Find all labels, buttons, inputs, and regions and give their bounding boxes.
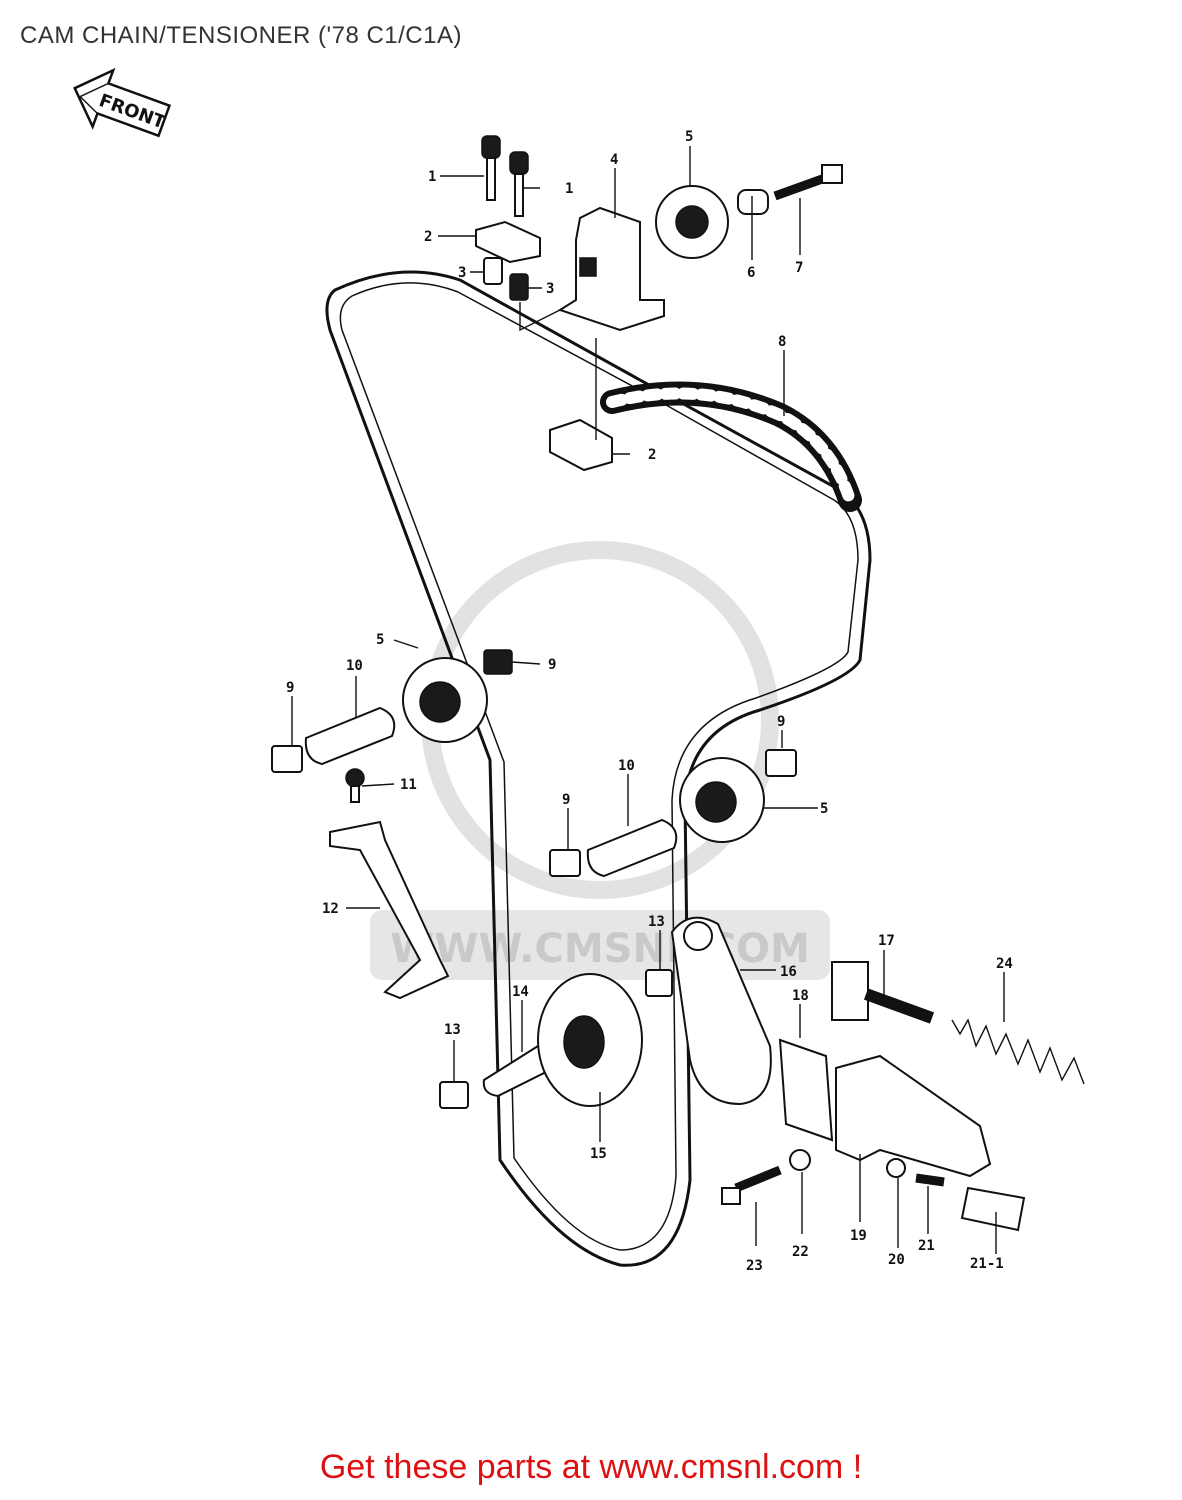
cam-chain bbox=[600, 381, 862, 512]
callout-3-right: 3 bbox=[546, 281, 554, 297]
callout-24: 24 bbox=[996, 956, 1013, 972]
bolt-21 bbox=[915, 1173, 945, 1187]
damper-9-a bbox=[483, 649, 513, 675]
damper-9-d bbox=[549, 849, 581, 877]
guide-10-right bbox=[586, 818, 678, 878]
callout-9-a: 9 bbox=[548, 657, 556, 673]
callout-13-a: 13 bbox=[648, 914, 665, 930]
callout-10-right: 10 bbox=[618, 758, 635, 774]
guide-10-left bbox=[304, 706, 396, 766]
callout-20: 20 bbox=[888, 1252, 905, 1268]
damper-13-a bbox=[645, 969, 673, 997]
callout-2-top: 2 bbox=[424, 229, 432, 245]
damper-9-c bbox=[765, 749, 797, 777]
callout-13-b: 13 bbox=[444, 1022, 461, 1038]
callout-5-left: 5 bbox=[376, 632, 384, 648]
get-parts-link[interactable]: Get these parts at www.cmsnl.com ! bbox=[319, 1448, 863, 1486]
collar-3-left bbox=[483, 257, 503, 285]
screw-11 bbox=[345, 768, 365, 803]
tensioner-pulley-15 bbox=[537, 973, 643, 1107]
page-title: CAM CHAIN/TENSIONER ('78 C1/C1A) bbox=[20, 22, 462, 49]
plate-2-top bbox=[475, 220, 541, 264]
guide-bracket-4 bbox=[557, 206, 665, 332]
front-direction-arrow: FRONT bbox=[73, 67, 172, 138]
bolt-1-left bbox=[481, 135, 501, 201]
callout-19: 19 bbox=[850, 1228, 867, 1244]
callout-6: 6 bbox=[747, 265, 755, 281]
gasket-18 bbox=[778, 1038, 834, 1142]
callout-9-d: 9 bbox=[562, 792, 570, 808]
callout-21-1: 21-1 bbox=[970, 1256, 1004, 1272]
callout-23: 23 bbox=[746, 1258, 763, 1274]
washer-20 bbox=[886, 1158, 906, 1178]
idler-sprocket-5-top bbox=[655, 185, 729, 259]
callout-5-right: 5 bbox=[820, 801, 828, 817]
callout-10-left: 10 bbox=[346, 658, 363, 674]
callout-22: 22 bbox=[792, 1244, 809, 1260]
callout-3-left: 3 bbox=[458, 265, 466, 281]
tensioner-body-19 bbox=[835, 1054, 992, 1178]
nut-22 bbox=[789, 1149, 811, 1171]
watermark-text: WWW.CMSNL.COM bbox=[390, 926, 810, 972]
tensioner-arm-16 bbox=[670, 916, 772, 1106]
callout-9-b: 9 bbox=[286, 680, 294, 696]
bracket-12 bbox=[329, 820, 450, 1000]
spring-24 bbox=[951, 1018, 1085, 1085]
callout-12: 12 bbox=[322, 901, 339, 917]
callout-18: 18 bbox=[792, 988, 809, 1004]
callout-1-left: 1 bbox=[428, 169, 436, 185]
plate-2-bottom bbox=[549, 418, 613, 472]
callouts: 1 1 2 2 3 3 4 5 5 5 6 7 8 9 9 9 9 10 10 … bbox=[286, 129, 1013, 1274]
callout-14: 14 bbox=[512, 984, 529, 1000]
collar-3-right bbox=[509, 273, 529, 301]
idler-sprocket-5-right bbox=[679, 757, 765, 843]
damper-13-b bbox=[439, 1081, 469, 1109]
callout-11: 11 bbox=[400, 777, 417, 793]
callout-8: 8 bbox=[778, 334, 786, 350]
callout-15: 15 bbox=[590, 1146, 607, 1162]
plate-21-1 bbox=[960, 1186, 1026, 1232]
watermark: WWW.CMSNL.COM bbox=[370, 541, 830, 980]
idler-sprocket-5-left bbox=[402, 657, 488, 743]
callout-2-bottom: 2 bbox=[648, 447, 656, 463]
damper-9-b bbox=[271, 745, 303, 773]
callout-17: 17 bbox=[878, 933, 895, 949]
parts-diagram: WWW.CMSNL.COM FRONT bbox=[73, 67, 1085, 1274]
leader-lines bbox=[291, 146, 1005, 1254]
callout-5-top: 5 bbox=[685, 129, 693, 145]
callout-4: 4 bbox=[610, 152, 618, 168]
callout-21: 21 bbox=[918, 1238, 935, 1254]
collar-6 bbox=[737, 189, 769, 215]
bolt-23 bbox=[721, 1165, 782, 1205]
bolt-1-right bbox=[509, 151, 529, 217]
callout-7: 7 bbox=[795, 260, 803, 276]
callout-16: 16 bbox=[780, 964, 797, 980]
bolt-7 bbox=[773, 164, 843, 201]
push-rod-17 bbox=[831, 961, 935, 1024]
callout-1-right: 1 bbox=[565, 181, 573, 197]
callout-9-c: 9 bbox=[777, 714, 785, 730]
